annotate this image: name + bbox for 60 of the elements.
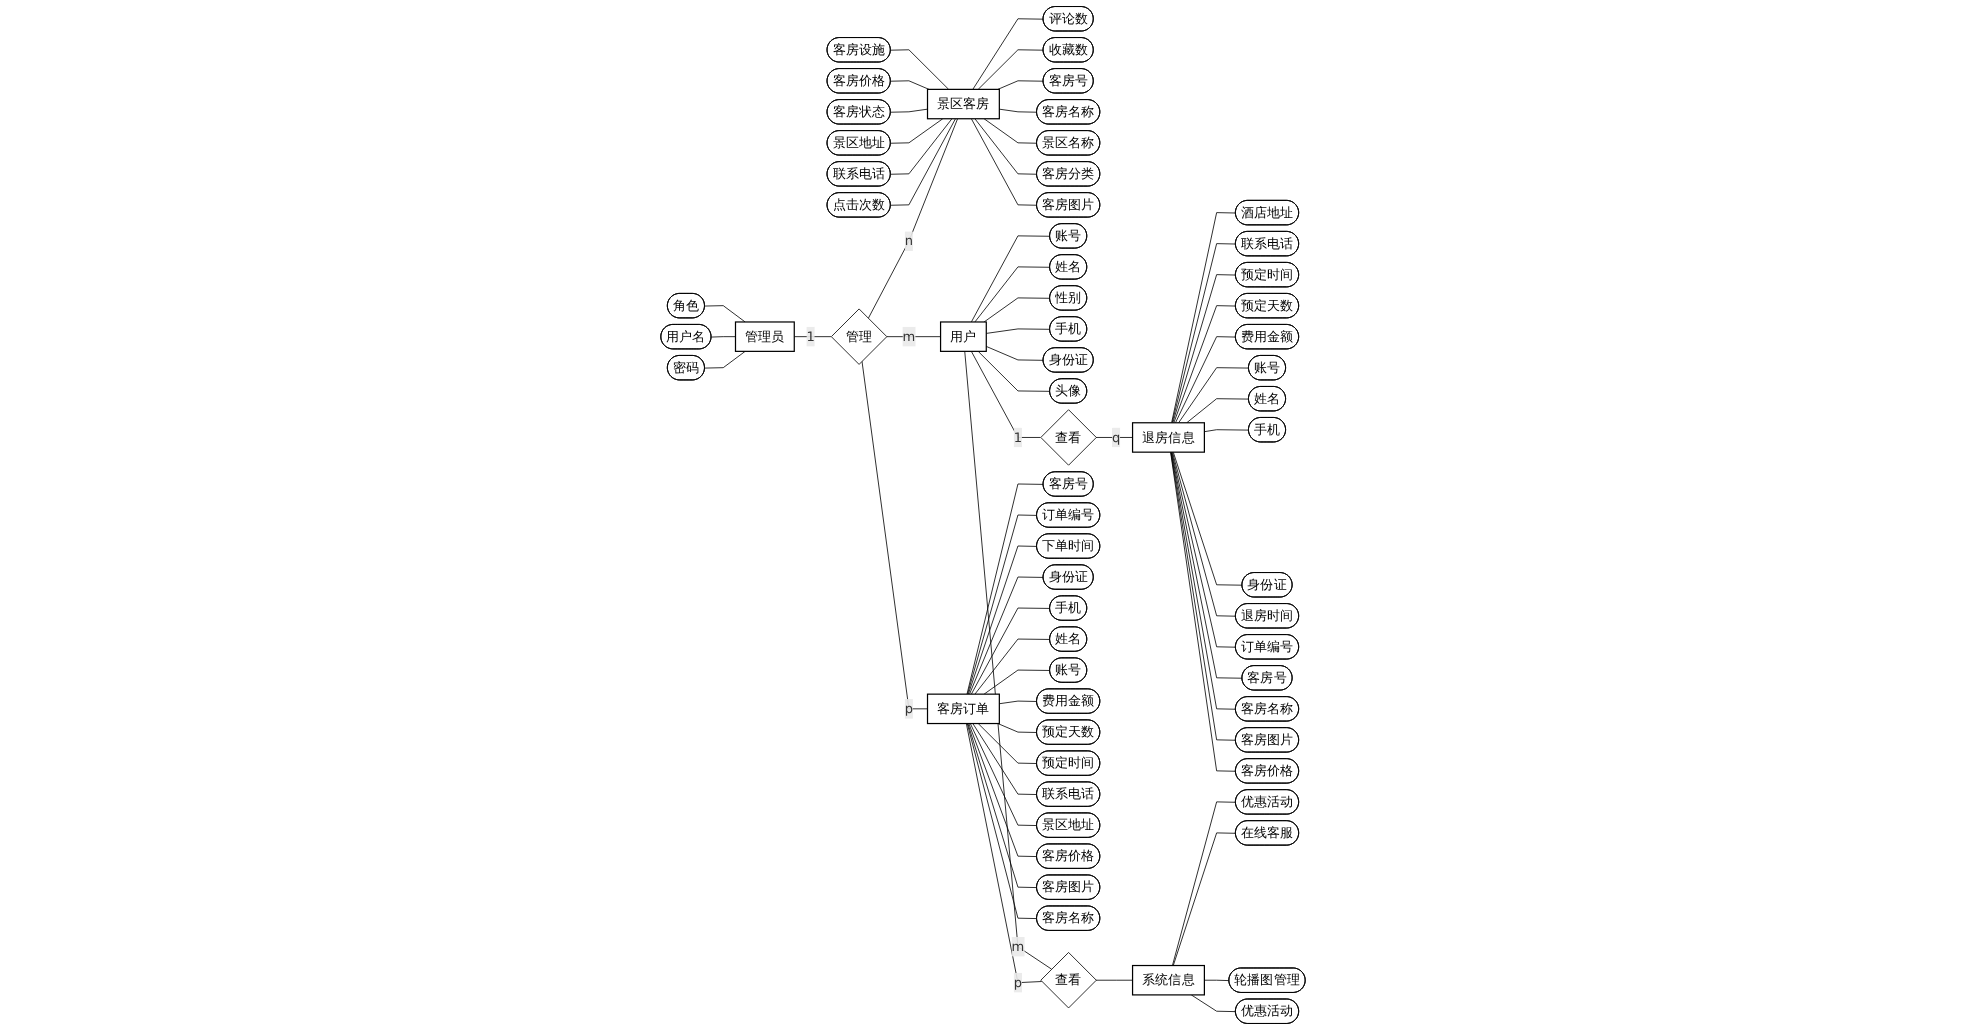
connector (983, 669, 1051, 695)
connector (970, 607, 1051, 695)
connector (890, 118, 956, 206)
connector (704, 305, 746, 323)
connector (966, 723, 1038, 919)
connector (970, 118, 1038, 206)
connector (1172, 274, 1237, 424)
connector (985, 328, 1051, 334)
connector (974, 266, 1051, 323)
connector (997, 723, 1038, 733)
connector (861, 360, 928, 710)
connector (1172, 801, 1237, 966)
connector (1095, 437, 1133, 438)
connector (1172, 451, 1243, 586)
connector (972, 723, 1038, 795)
connector (969, 723, 1038, 826)
connector (970, 235, 1051, 323)
connector (1190, 994, 1237, 1013)
connector (983, 297, 1051, 323)
connector (985, 346, 1044, 361)
connector (1171, 451, 1237, 648)
connector (1171, 451, 1243, 679)
connector (977, 49, 1044, 90)
connector (890, 118, 953, 175)
connector (983, 118, 1038, 144)
connector (1203, 429, 1250, 433)
connector (1175, 336, 1237, 424)
connector (968, 723, 1038, 857)
connector (964, 350, 1052, 970)
connector (1172, 832, 1237, 966)
connector (970, 350, 1041, 438)
connector (890, 80, 930, 90)
connector (1172, 451, 1237, 617)
connector (890, 108, 928, 113)
connector (998, 108, 1038, 113)
connector (974, 638, 1051, 695)
connector (711, 336, 736, 338)
connector (1203, 979, 1230, 982)
connector (886, 336, 941, 338)
connector (967, 545, 1038, 695)
connector (969, 576, 1044, 695)
connector (977, 723, 1038, 764)
connector (998, 700, 1038, 705)
connector (974, 118, 1038, 175)
connector (793, 336, 832, 338)
connector (966, 483, 1044, 695)
connector (890, 118, 944, 144)
connector (965, 723, 1043, 984)
connector (967, 514, 1038, 695)
connector (977, 350, 1051, 392)
connector (1173, 305, 1237, 424)
connector (1186, 398, 1250, 424)
connector (1095, 979, 1133, 981)
connector (1178, 367, 1250, 424)
connector (890, 49, 950, 90)
connector (967, 723, 1038, 888)
connector (997, 80, 1044, 90)
connector (972, 18, 1044, 90)
connector (867, 118, 958, 319)
connector (704, 350, 746, 369)
